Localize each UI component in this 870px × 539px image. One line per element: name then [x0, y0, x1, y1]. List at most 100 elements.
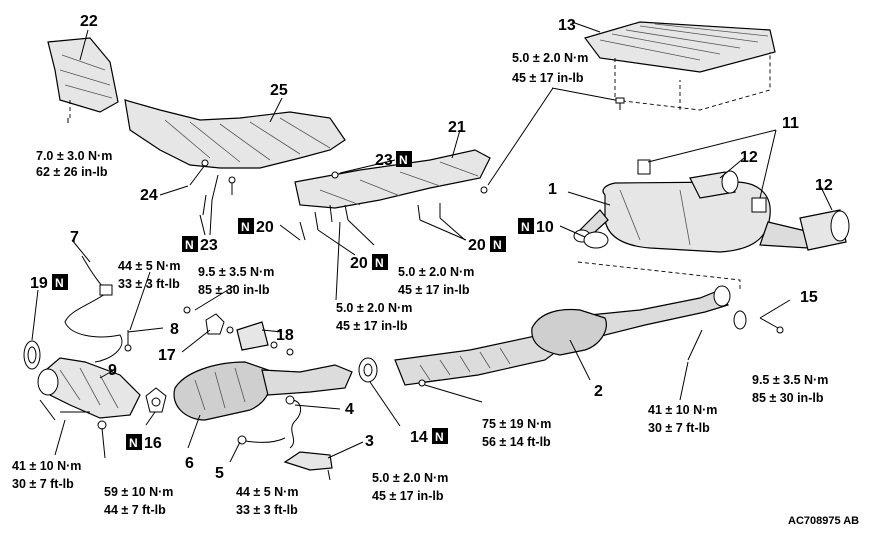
torque-spec-13-inlb: 45 ± 17 in-lb: [512, 71, 584, 85]
torque-spec-20b-inlb: 45 ± 17 in-lb: [336, 319, 408, 333]
torque-spec-17-inlb: 85 ± 30 in-lb: [198, 283, 270, 297]
part-number-20b: 20: [350, 255, 368, 272]
gasket-16: [145, 387, 167, 413]
n-marker-10: N: [518, 218, 534, 234]
tail-pipe-cutter-12b: [799, 209, 850, 251]
front-exhaust-pipe-6: [173, 361, 353, 421]
main-muffler-1: [573, 159, 811, 253]
part-number-17: 17: [158, 347, 176, 364]
torque-spec-59-nm: 59 ± 10 N·m: [104, 485, 173, 499]
part-number-23b: 23: [200, 237, 218, 254]
torque-spec-59-ftlb: 44 ± 7 ft-lb: [104, 503, 166, 517]
part-number-21: 21: [448, 119, 466, 136]
part-number-12a: 12: [740, 149, 758, 166]
torque-spec-5-ftlb: 33 ± 3 ft-lb: [236, 503, 298, 517]
svg-text:N: N: [55, 276, 64, 290]
heat-protector-21: [294, 149, 491, 209]
torque-spec-3-nm: 5.0 ± 2.0 N·m: [372, 471, 448, 485]
n-marker-20a: N: [238, 218, 254, 234]
svg-text:N: N: [129, 436, 138, 450]
part-number-14: 14: [410, 429, 428, 446]
torque-spec-22-inlb: 62 ± 26 in-lb: [36, 165, 108, 179]
bolt-2: [418, 379, 441, 387]
torque-spec-20b-nm: 5.0 ± 2.0 N·m: [336, 301, 412, 315]
part-number-6: 6: [185, 455, 194, 472]
part-number-18: 18: [276, 327, 294, 344]
torque-spec-41a-ftlb: 30 ± 7 ft-lb: [12, 477, 74, 491]
part-number-11: 11: [782, 115, 799, 132]
figure-code: AC708975 AB: [788, 515, 859, 527]
bolt-set-23: [189, 159, 236, 216]
torque-spec-41b-ftlb: 30 ± 7 ft-lb: [648, 421, 710, 435]
hanger-17: [183, 306, 234, 335]
gasket-15: [687, 310, 784, 361]
torque-spec-41a-nm: 41 ± 10 N·m: [12, 459, 81, 473]
part-number-1: 1: [548, 181, 557, 198]
torque-spec-2-ftlb: 56 ± 14 ft-lb: [482, 435, 551, 449]
part-number-8: 8: [170, 321, 179, 338]
bolt-13: [615, 97, 625, 110]
exhaust-manifold-9: [37, 357, 141, 419]
part-number-4: 4: [345, 401, 354, 418]
svg-text:N: N: [241, 220, 250, 234]
svg-text:N: N: [521, 220, 530, 234]
svg-text:N: N: [185, 238, 194, 252]
n-marker-23a: N: [396, 151, 412, 167]
part-number-25: 25: [270, 82, 288, 99]
part-number-7: 7: [70, 229, 79, 246]
tail-pipe-cutter-12a: [689, 170, 739, 199]
part-number-15: 15: [800, 289, 818, 306]
svg-text:N: N: [435, 430, 444, 444]
torque-spec-5-nm: 44 ± 5 N·m: [236, 485, 298, 499]
bolt-8: [124, 330, 132, 352]
part-number-5: 5: [215, 465, 224, 482]
svg-text:N: N: [493, 238, 502, 252]
gasket-14: [358, 357, 378, 383]
heat-protector-13: [583, 21, 776, 111]
part-number-23a: 23: [375, 152, 393, 169]
torque-spec-15-nm: 9.5 ± 3.5 N·m: [752, 373, 828, 387]
torque-spec-8-nm: 44 ± 5 N·m: [118, 259, 180, 273]
oxygen-sensor-5: [237, 435, 286, 445]
part-number-2: 2: [594, 383, 603, 400]
n-marker-19: N: [52, 274, 68, 290]
part-number-20c: 20: [468, 237, 486, 254]
torque-spec-20a-nm: 5.0 ± 2.0 N·m: [398, 265, 474, 279]
gasket-10: [577, 231, 741, 290]
torque-spec-20a-inlb: 45 ± 17 in-lb: [398, 283, 470, 297]
part-number-22: 22: [80, 13, 98, 30]
torque-spec-13-nm: 5.0 ± 2.0 N·m: [512, 51, 588, 65]
n-marker-16: N: [126, 434, 142, 450]
torque-spec-2-nm: 75 ± 19 N·m: [482, 417, 551, 431]
n-marker-23b: N: [182, 236, 198, 252]
torque-spec-3-inlb: 45 ± 17 in-lb: [372, 489, 444, 503]
gasket-19: [23, 340, 41, 370]
part-number-13: 13: [558, 17, 576, 34]
n-marker-14: N: [432, 428, 448, 444]
bolt-set-20: [299, 171, 488, 241]
oxygen-sensor-4: [285, 395, 302, 449]
torque-spec-15-inlb: 85 ± 30 in-lb: [752, 391, 824, 405]
svg-text:N: N: [399, 153, 408, 167]
heat-protector-22: [47, 37, 119, 118]
center-exhaust-pipe-2: [394, 285, 731, 386]
part-number-12b: 12: [815, 177, 833, 194]
n-marker-20b: N: [372, 254, 388, 270]
torque-spec-17-nm: 9.5 ± 3.5 N·m: [198, 265, 274, 279]
torque-spec-22-nm: 7.0 ± 3.0 N·m: [36, 149, 112, 163]
leader-lines: [31, 21, 833, 481]
part-number-10: 10: [536, 219, 554, 236]
bracket-3: [283, 451, 333, 471]
part-number-24: 24: [140, 187, 158, 204]
torque-spec-8-ftlb: 33 ± 3 ft-lb: [118, 277, 180, 291]
oxygen-sensor-7: [64, 255, 123, 363]
torque-spec-41b-nm: 41 ± 10 N·m: [648, 403, 717, 417]
n-marker-20c: N: [490, 236, 506, 252]
svg-text:N: N: [375, 256, 384, 270]
part-number-9: 9: [108, 362, 117, 379]
part-number-19: 19: [30, 275, 48, 292]
part-number-16: 16: [144, 435, 162, 452]
part-number-20a: 20: [256, 219, 274, 236]
part-number-3: 3: [365, 433, 374, 450]
